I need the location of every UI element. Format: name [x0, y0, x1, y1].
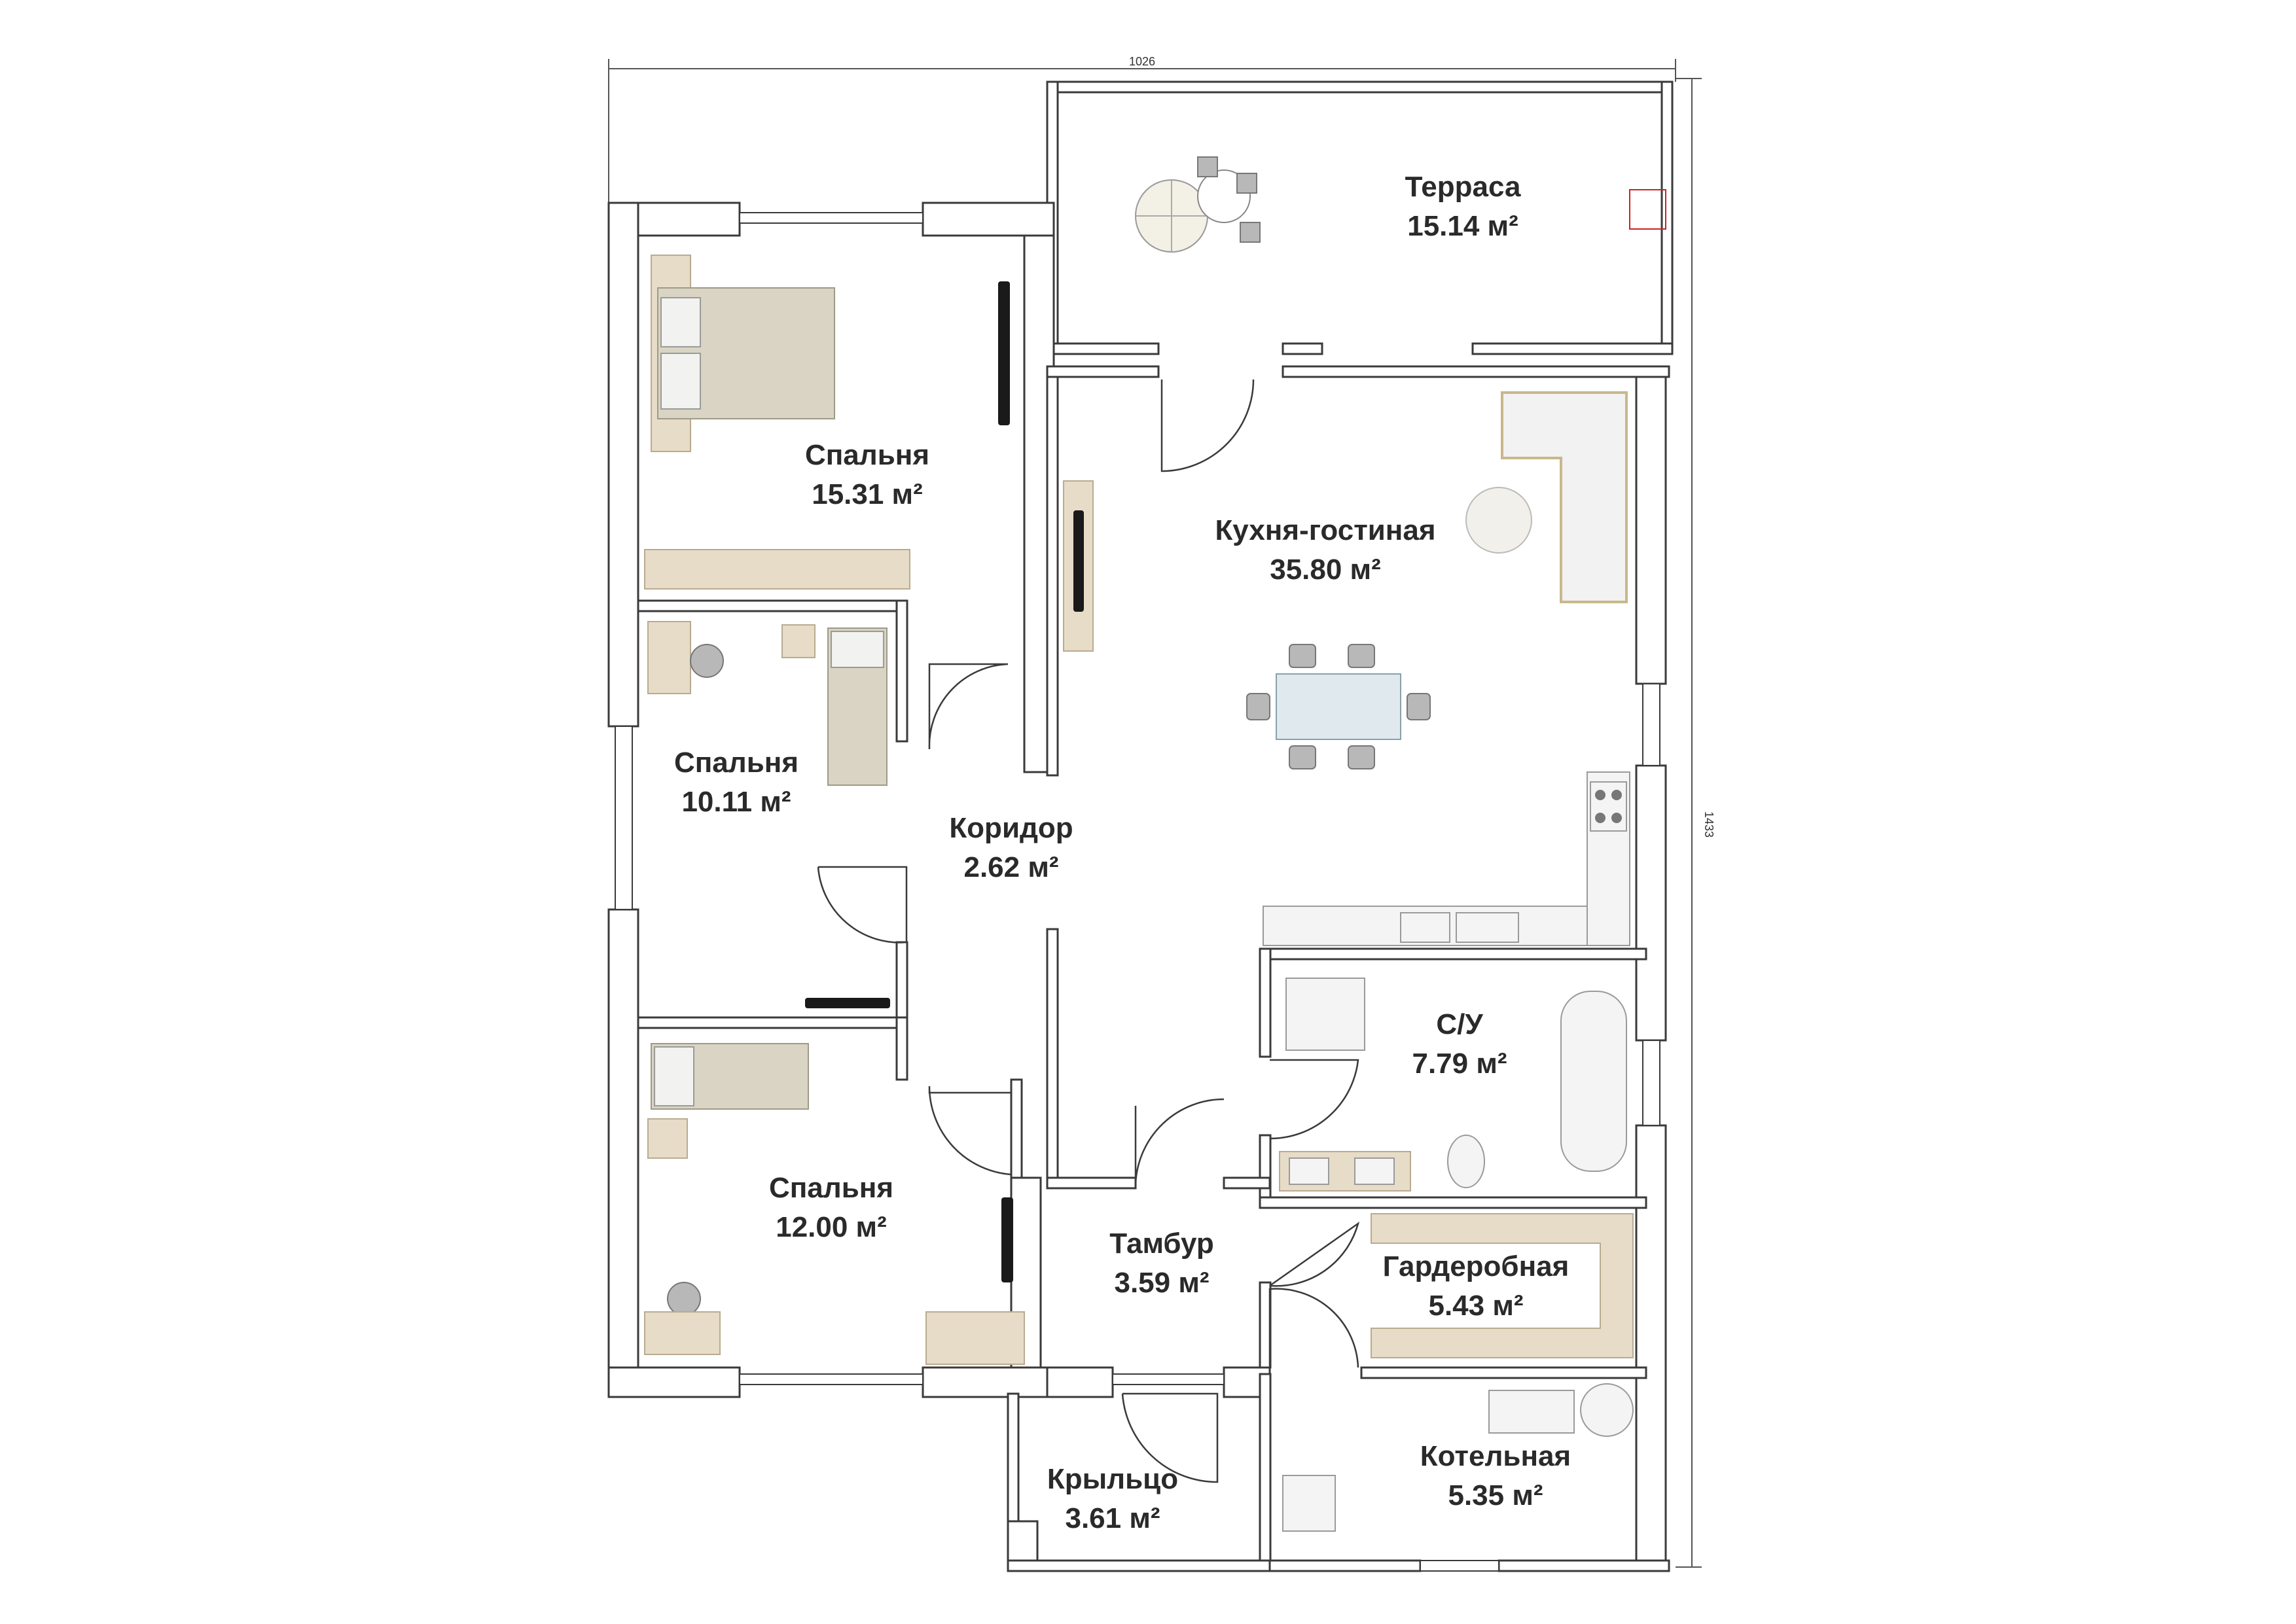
door-icon: [1268, 1288, 1359, 1368]
nightstand-icon: [781, 624, 816, 658]
room-labels: Терраса 15.14 м² Спальня 15.31 м² Кухня-…: [674, 171, 1571, 1534]
nightstand-icon: [647, 1118, 688, 1159]
shelving-icon: [1371, 1213, 1634, 1358]
door-icon: [817, 866, 908, 944]
door-icon: [1269, 1059, 1359, 1140]
toilet-icon: [1447, 1135, 1485, 1188]
vestibule-area: 3.59 м²: [1114, 1267, 1209, 1299]
bedroom-3-furniture: [644, 1043, 1025, 1365]
red-marker: [1629, 189, 1666, 230]
door-icon: [928, 663, 1009, 750]
kitchen-living-area: 35.80 м²: [1270, 554, 1381, 586]
door-icon: [1160, 379, 1255, 472]
bedroom-1-furniture: [644, 255, 1010, 590]
tv-icon: [805, 998, 890, 1008]
oven-icon: [1400, 912, 1450, 943]
window-icon: [1642, 683, 1660, 766]
wardrobe-name: Гардеробная: [1383, 1250, 1570, 1282]
windows: [615, 189, 1666, 1572]
chair-icon: [1289, 644, 1316, 668]
chair-icon: [1407, 693, 1431, 720]
desk-icon: [644, 1311, 721, 1355]
bathroom-fixtures: [1279, 978, 1627, 1192]
bedroom-1-name: Спальня: [805, 439, 929, 471]
doors: [817, 379, 1360, 1483]
terrace-name: Терраса: [1405, 171, 1521, 203]
porch-area: 3.61 м²: [1065, 1502, 1160, 1534]
window-icon: [1642, 1040, 1660, 1126]
kitchen-living-name: Кухня-гостиная: [1215, 514, 1435, 546]
walls: [607, 80, 1674, 1572]
kitchen: [1263, 771, 1630, 946]
bathroom-area: 7.79 м²: [1412, 1048, 1507, 1080]
boiler-room-area: 5.35 м²: [1448, 1479, 1543, 1511]
width-dimension-label: 1026: [1129, 55, 1155, 68]
wardrobe-area: 5.43 м²: [1428, 1290, 1523, 1322]
chair-icon: [1348, 745, 1375, 769]
chair-icon: [667, 1282, 701, 1316]
chair-icon: [1246, 693, 1270, 720]
dining-table-icon: [1276, 673, 1401, 740]
bedroom-3-area: 12.00 м²: [776, 1211, 887, 1243]
window-icon: [739, 1373, 924, 1385]
boiler-icon: [1580, 1383, 1634, 1437]
dimension-lines: 1026 1433: [608, 55, 1715, 1568]
chair-icon: [1236, 173, 1257, 194]
corridor-name: Коридор: [949, 812, 1073, 844]
bedroom-3-name: Спальня: [769, 1172, 893, 1204]
window-icon: [615, 726, 633, 910]
desk-icon: [647, 621, 691, 694]
terrace-furniture: [1135, 156, 1261, 253]
chair-icon: [1240, 222, 1261, 243]
chair-icon: [1289, 745, 1316, 769]
living-furniture: [1063, 391, 1628, 769]
sink-icon: [1456, 912, 1519, 943]
vestibule-name: Тамбур: [1109, 1227, 1214, 1260]
shower-icon: [1285, 978, 1365, 1051]
chair-icon: [1348, 644, 1375, 668]
porch-name: Крыльцо: [1047, 1463, 1178, 1495]
coffee-table-icon: [1465, 487, 1532, 554]
door-icon: [1121, 1392, 1219, 1483]
boiler-fixtures: [1282, 1383, 1634, 1532]
bedroom-2-area: 10.11 м²: [681, 786, 791, 818]
sink-icon: [1289, 1157, 1329, 1185]
height-dimension-label: 1433: [1702, 811, 1715, 838]
terrace-area: 15.14 м²: [1407, 210, 1518, 242]
bedroom-1-area: 15.31 м²: [812, 478, 923, 510]
tv-icon: [1001, 1197, 1013, 1282]
dresser-icon: [925, 1311, 1025, 1365]
bathtub-icon: [1560, 991, 1627, 1172]
sofa-icon: [1501, 391, 1628, 603]
stove-icon: [1590, 781, 1627, 832]
window-icon: [739, 212, 924, 224]
window-icon: [1112, 1373, 1225, 1385]
bedroom-2-name: Спальня: [674, 747, 798, 779]
sink-icon: [1354, 1157, 1395, 1185]
bathroom-name: С/У: [1436, 1008, 1483, 1040]
chair-icon: [690, 644, 724, 678]
bedroom-2-furniture: [647, 621, 890, 1008]
door-icon: [1134, 1098, 1225, 1185]
tv-icon: [1073, 510, 1084, 612]
wardrobe-fixtures: [1371, 1213, 1634, 1358]
boiler-room-name: Котельная: [1420, 1440, 1571, 1472]
door-icon: [1269, 1221, 1360, 1287]
wardrobe-icon: [644, 549, 910, 590]
sink-icon: [1488, 1390, 1575, 1434]
window-icon: [1420, 1560, 1499, 1572]
corridor-area: 2.62 м²: [963, 851, 1058, 883]
tv-icon: [998, 281, 1010, 425]
door-icon: [928, 1086, 1012, 1176]
chair-icon: [1197, 156, 1218, 177]
washer-icon: [1282, 1475, 1336, 1532]
